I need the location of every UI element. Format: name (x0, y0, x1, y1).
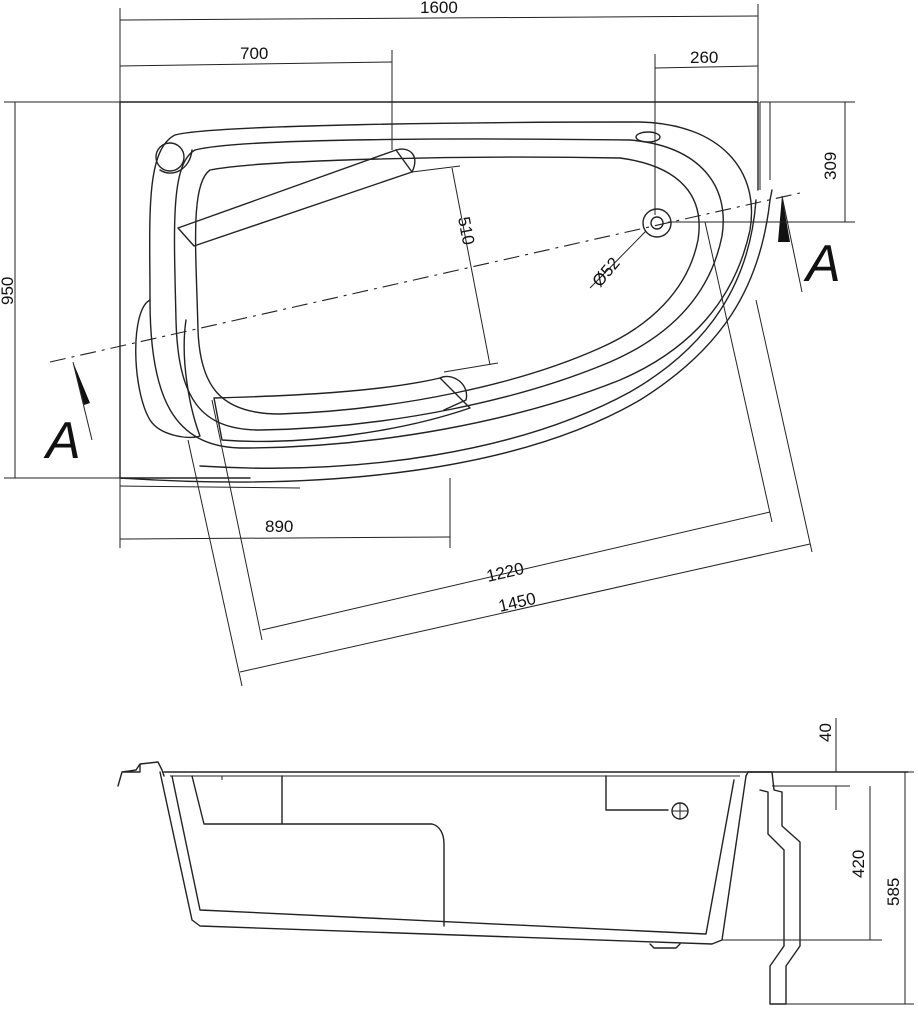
dim-40-label: 40 (816, 723, 835, 742)
dim-1450-label: 1450 (497, 589, 538, 616)
dim-700: 700 (119, 44, 393, 150)
dim-700-label: 700 (240, 44, 268, 63)
dim-1600: 1600 (119, 0, 759, 102)
tub-front-ridge (213, 377, 471, 443)
tub-rim-inner-edge (119, 102, 771, 489)
section-arrow-right-stem (781, 195, 803, 293)
tub-bowl-outer-contour (119, 189, 773, 483)
dim-890-label: 890 (265, 517, 293, 536)
tap-hole-icon (635, 131, 661, 143)
dim-950: 950 (0, 101, 120, 479)
side-inner-wall (171, 775, 735, 935)
drain-outer-icon (642, 208, 672, 238)
tub-bowl-contour-2 (173, 138, 724, 431)
tub-bowl-contour-1 (149, 121, 753, 449)
tub-bowl-contour-3 (194, 156, 700, 415)
side-view: 40 420 585 (117, 718, 914, 1005)
side-foot (649, 943, 681, 949)
tub-armrest (135, 299, 201, 439)
dim-309-label: 309 (821, 152, 840, 180)
dim-1220: 1220 (211, 221, 773, 641)
tub-bowl-rim-contour (199, 199, 757, 469)
overflow-knob-icon (155, 142, 185, 172)
dim-309: 309 (668, 101, 855, 223)
tub-seat-edge (395, 148, 468, 411)
dim-40: 40 (780, 718, 850, 810)
dim-420: 420 (722, 786, 882, 941)
section-line-a (49, 192, 801, 363)
dim-890: 890 (119, 478, 451, 548)
dim-52: Ø52 (589, 230, 647, 291)
dim-1600-label: 1600 (420, 0, 458, 17)
dim-260: 260 (654, 48, 759, 215)
drain-inner-icon (650, 216, 664, 230)
dim-260-label: 260 (690, 48, 718, 67)
dim-585-label: 585 (884, 878, 903, 906)
section-arrow-left-icon (73, 362, 90, 405)
tub-seat (177, 149, 413, 247)
dim-510: 510 (411, 165, 499, 373)
overflow-knob-ring (159, 149, 193, 174)
section-arrow-right-icon (778, 196, 790, 242)
section-arrow-left-stem (72, 361, 93, 441)
section-label-right: A (803, 235, 841, 293)
side-overflow-bracket (605, 775, 669, 811)
side-seat-block (191, 775, 445, 927)
dim-1220-label: 1220 (485, 559, 526, 586)
dim-1450: 1450 (187, 299, 813, 687)
dim-420-label: 420 (849, 850, 868, 878)
dim-950-label: 950 (0, 277, 17, 305)
side-right-rim (745, 771, 801, 1005)
top-view: 1600 700 260 950 309 510 (0, 0, 855, 687)
side-left-rim (117, 761, 165, 787)
dim-510-label: 510 (454, 215, 478, 246)
side-outer-wall (159, 771, 747, 945)
dim-585: 585 (786, 771, 914, 1005)
section-label-left: A (43, 412, 81, 470)
